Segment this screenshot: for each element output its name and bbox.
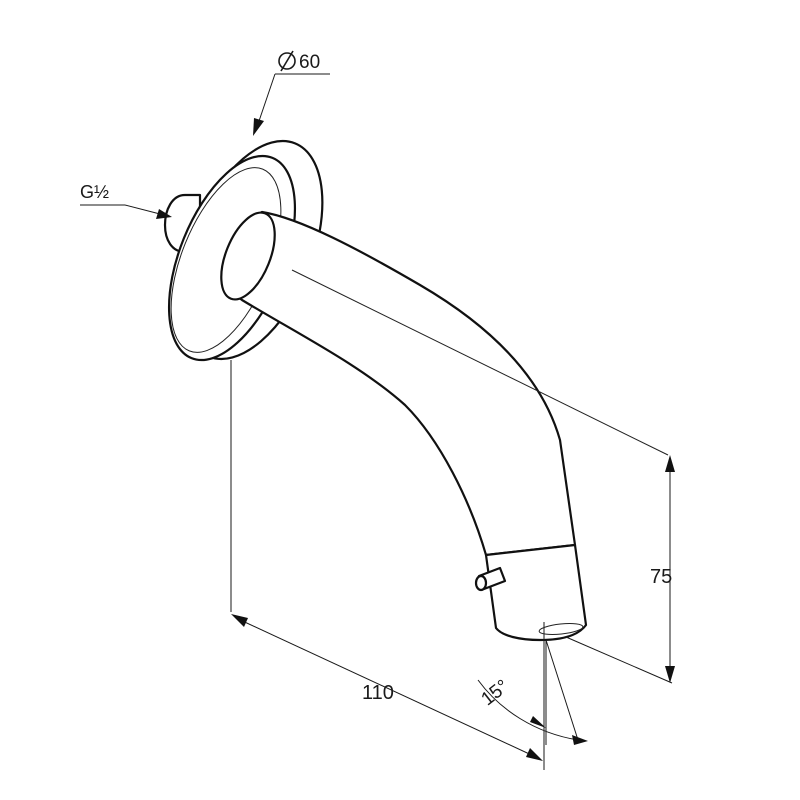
dimension-diameter: 60 [253,50,330,136]
thread-arrowhead [156,209,172,219]
angle-value: 15° [477,676,513,710]
diameter-leader-diagonal [257,73,276,125]
height-arrow-bottom [665,666,675,683]
spout-arm-body [225,210,577,557]
spout-arm [220,210,669,642]
diameter-value: 60 [299,52,320,73]
dimension-thread: G½ [80,182,172,219]
arm-centerline [291,269,669,456]
dimension-height: 75 [565,455,675,684]
dimension-angle: 15° [477,639,588,745]
outlet-sleeve [484,543,588,642]
angle-arc [477,679,579,741]
height-value: 75 [650,566,672,588]
dimension-projection: 110 [230,360,545,770]
projection-arrow-right [526,748,543,761]
angle-leg-inclined [545,639,579,741]
projection-dimension-line [235,617,539,759]
projection-arrow-left [231,614,248,627]
height-extension-bottom [565,636,673,684]
angle-arrow-right [572,735,588,745]
spout-arm-end [220,211,276,301]
diameter-arrowhead [253,118,264,136]
outlet-opening [538,623,584,635]
thread-label: G½ [80,182,109,202]
projection-value: 110 [362,682,394,704]
angle-arrow-left [530,716,546,728]
height-arrow-top [665,455,675,472]
locking-pin-end [474,574,488,592]
thread-leader-diagonal [124,204,161,215]
diameter-symbol [278,50,296,72]
